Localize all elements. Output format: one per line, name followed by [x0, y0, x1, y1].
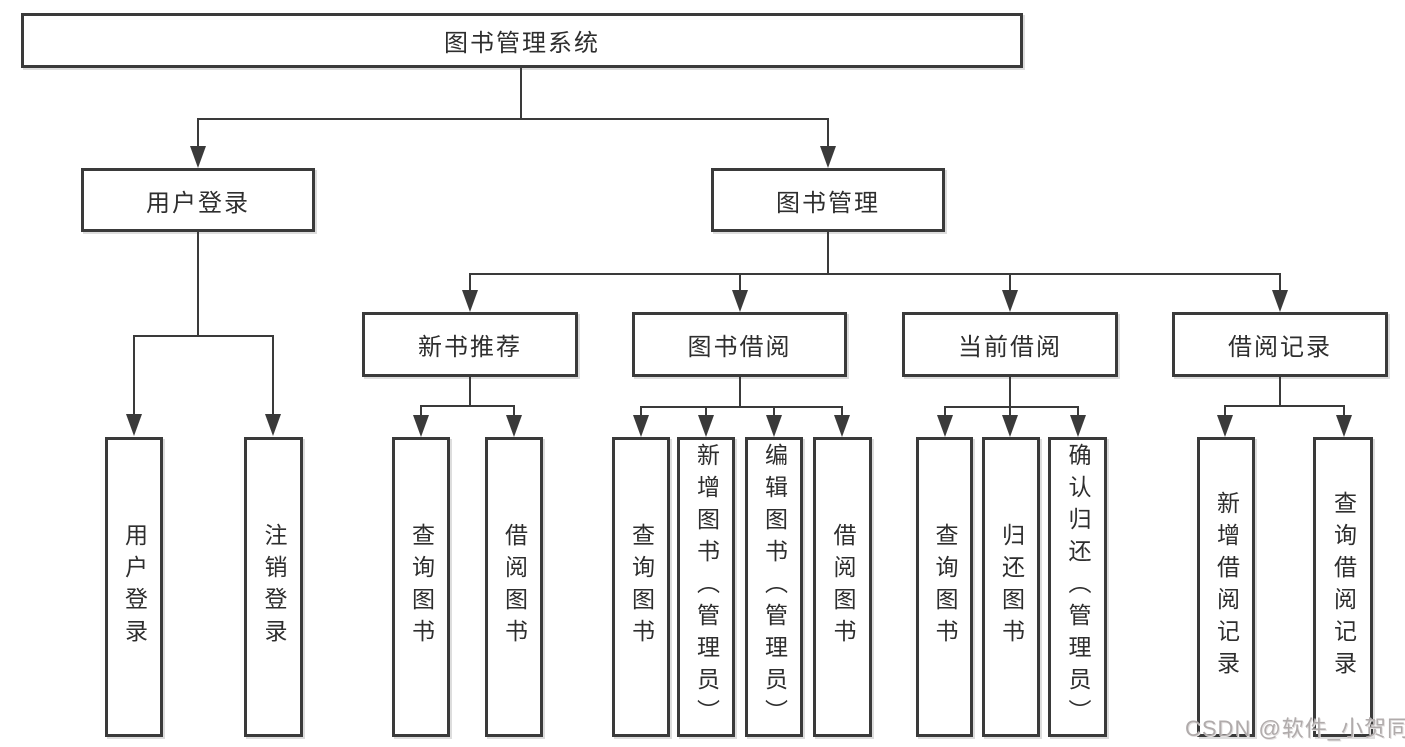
connector-drop-line	[739, 273, 741, 292]
node-label-user-login: 用户登录	[146, 189, 250, 217]
node-leaf-confirm-return-admin: 确认归还（管理员）	[1048, 437, 1107, 737]
node-leaf-add-book-admin: 新增图书（管理员）	[677, 437, 735, 737]
node-leaf-user-login: 用户登录	[105, 437, 163, 737]
connector-bar-line	[469, 273, 1281, 275]
node-leaf-query-book-3: 查询图书	[916, 437, 973, 737]
watermark: CSDN @软件_小贺同学	[1185, 716, 1405, 741]
node-book-management: 图书管理	[711, 168, 945, 232]
node-label-leaf-user-login: 用户登录	[121, 523, 148, 651]
connector-stem-line	[739, 377, 741, 408]
arrow-down-icon	[633, 415, 649, 437]
arrow-down-icon	[820, 146, 836, 168]
node-root: 图书管理系统	[21, 13, 1023, 68]
connector-stem-line	[1009, 377, 1011, 408]
node-label-leaf-edit-book-admin: 编辑图书（管理员）	[761, 443, 788, 731]
node-leaf-query-book-2: 查询图书	[612, 437, 670, 737]
connector-stem-line	[520, 68, 522, 120]
node-label-borrow-record: 借阅记录	[1228, 334, 1332, 361]
node-label-leaf-query-borrow-record: 查询借阅记录	[1330, 491, 1357, 683]
connector-stem-line	[827, 232, 829, 275]
connector-drop-line	[1009, 406, 1011, 417]
connector-drop-line	[827, 118, 829, 148]
connector-drop-line	[841, 406, 843, 417]
arrow-down-icon	[1070, 415, 1086, 437]
connector-stem-line	[1279, 377, 1281, 407]
node-label-leaf-borrow-book-2: 借阅图书	[830, 523, 856, 651]
node-label-current-borrow: 当前借阅	[958, 334, 1062, 361]
node-leaf-edit-book-admin: 编辑图书（管理员）	[745, 437, 803, 737]
arrow-down-icon	[698, 415, 714, 437]
node-label-leaf-return-book: 归还图书	[998, 523, 1025, 651]
node-leaf-borrow-book-2: 借阅图书	[813, 437, 872, 737]
connector-drop-line	[1224, 405, 1226, 417]
node-leaf-query-book-1: 查询图书	[392, 437, 450, 737]
connector-stem-line	[469, 377, 471, 407]
connector-drop-line	[1279, 273, 1281, 292]
arrow-down-icon	[766, 415, 782, 437]
node-leaf-query-borrow-record: 查询借阅记录	[1313, 437, 1373, 737]
arrow-down-icon	[1336, 415, 1352, 437]
arrow-down-icon	[265, 414, 281, 436]
arrow-down-icon	[506, 415, 522, 437]
connector-bar-line	[197, 118, 829, 120]
arrow-down-icon	[413, 415, 429, 437]
node-user-login: 用户登录	[81, 168, 315, 232]
node-new-book-recommend: 新书推荐	[362, 312, 578, 377]
arrow-down-icon	[1217, 415, 1233, 437]
connector-bar-line	[133, 335, 274, 337]
connector-bar-line	[944, 406, 1079, 408]
node-label-book-borrow: 图书借阅	[687, 334, 792, 361]
node-leaf-borrow-book-1: 借阅图书	[485, 437, 543, 737]
node-label-leaf-query-book-1: 查询图书	[408, 523, 435, 651]
connector-drop-line	[513, 405, 515, 417]
connector-bar-line	[640, 406, 843, 408]
node-label-root: 图书管理系统	[444, 30, 600, 57]
node-label-leaf-add-book-admin: 新增图书（管理员）	[693, 443, 720, 731]
node-current-borrow: 当前借阅	[902, 312, 1118, 377]
connector-drop-line	[272, 335, 274, 416]
connector-drop-line	[197, 118, 199, 148]
arrow-down-icon	[126, 414, 142, 436]
connector-drop-line	[705, 406, 707, 417]
node-leaf-logout: 注销登录	[244, 437, 303, 737]
arrow-down-icon	[732, 290, 748, 312]
connector-drop-line	[944, 406, 946, 417]
connector-stem-line	[197, 232, 199, 337]
arrow-down-icon	[1002, 415, 1018, 437]
arrow-down-icon	[937, 415, 953, 437]
arrow-down-icon	[190, 146, 206, 168]
node-label-book-management: 图书管理	[776, 189, 880, 217]
node-leaf-return-book: 归还图书	[982, 437, 1040, 737]
connector-bar-line	[1224, 405, 1345, 407]
node-label-leaf-query-book-2: 查询图书	[628, 523, 655, 651]
connector-drop-line	[1009, 273, 1011, 292]
arrow-down-icon	[834, 415, 850, 437]
node-label-leaf-confirm-return-admin: 确认归还（管理员）	[1065, 443, 1091, 731]
connector-drop-line	[133, 335, 135, 416]
arrow-down-icon	[462, 290, 478, 312]
connector-drop-line	[640, 406, 642, 417]
node-label-leaf-add-borrow-record: 新增借阅记录	[1213, 491, 1240, 683]
node-borrow-record: 借阅记录	[1172, 312, 1388, 377]
connector-drop-line	[420, 405, 422, 417]
connector-bar-line	[420, 405, 515, 407]
node-label-new-book-recommend: 新书推荐	[418, 334, 522, 361]
node-label-leaf-query-book-3: 查询图书	[932, 523, 958, 651]
node-label-leaf-logout: 注销登录	[261, 523, 287, 651]
node-book-borrow: 图书借阅	[632, 312, 847, 377]
connector-drop-line	[1343, 405, 1345, 417]
connector-drop-line	[773, 406, 775, 417]
node-leaf-add-borrow-record: 新增借阅记录	[1197, 437, 1255, 737]
arrow-down-icon	[1002, 290, 1018, 312]
node-label-leaf-borrow-book-1: 借阅图书	[501, 523, 528, 651]
arrow-down-icon	[1272, 290, 1288, 312]
connector-drop-line	[469, 273, 471, 292]
connector-drop-line	[1077, 406, 1079, 417]
